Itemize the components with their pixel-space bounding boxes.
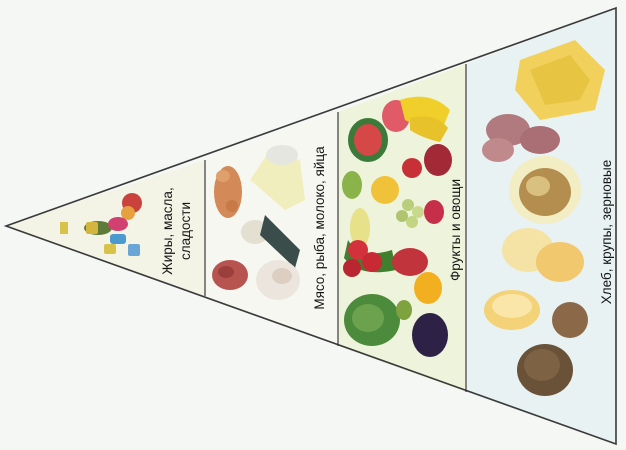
tier-label-fats-line2: сладости — [178, 202, 193, 260]
tier-label-protein: Мясо, рыба, молоко, яйца — [312, 146, 327, 310]
tier-label-fruit: Фрукты и овощи — [448, 179, 463, 281]
tier-label-grains: Хлеб, крупы, зерновые — [599, 160, 614, 304]
tier-label-fats-line1: Жиры, масла, — [160, 187, 175, 274]
